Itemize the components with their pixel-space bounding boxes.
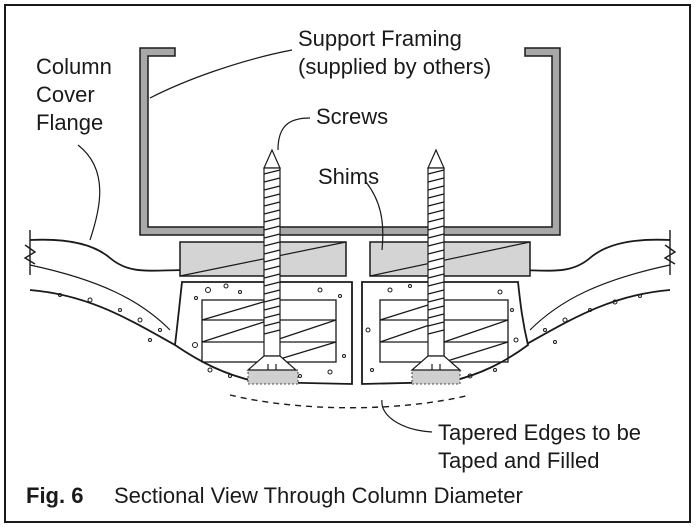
joint-filler-right: [411, 369, 461, 385]
label-shims: Shims: [318, 164, 379, 189]
aggregate-dots: [58, 283, 642, 379]
leader-shims: [365, 181, 384, 251]
flange-left-outer: [29, 238, 191, 272]
break-right: [663, 230, 677, 275]
label-column-line2: Cover: [36, 82, 95, 107]
caption-title: Sectional View Through Column Diameter: [114, 483, 523, 508]
label-screws: Screws: [316, 104, 388, 129]
screw-left: [246, 148, 298, 371]
label-column-line3: Flange: [36, 110, 103, 135]
label-support-line1: Support Framing: [298, 26, 462, 51]
label-column-line1: Column: [36, 54, 112, 79]
leader-tapered: [381, 399, 433, 433]
label-support-line2: (supplied by others): [298, 54, 491, 79]
finish-line-dashed: [229, 394, 471, 409]
leader-screws: [277, 117, 311, 151]
shim-right: [369, 241, 531, 277]
caption-figure-number: Fig. 6: [26, 483, 83, 508]
flange-right-inner2: [529, 264, 671, 331]
break-left: [23, 230, 37, 275]
flange-right-outer: [509, 238, 671, 272]
support-framing: [139, 47, 561, 236]
screw-right: [410, 148, 462, 371]
shim-left: [179, 241, 347, 277]
label-tapered-line1: Tapered Edges to be: [438, 420, 641, 445]
label-tapered-line2: Taped and Filled: [438, 448, 599, 473]
leader-column: [77, 144, 101, 241]
joint-filler-left: [247, 369, 299, 385]
figure-frame: [4, 4, 691, 523]
flange-left-inner2: [29, 264, 171, 331]
leader-support: [149, 49, 293, 99]
